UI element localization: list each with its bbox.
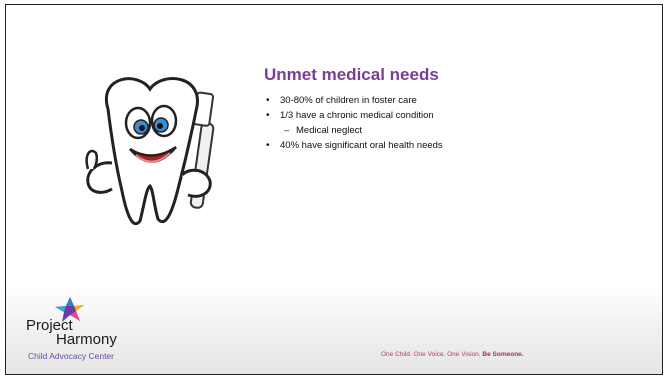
footer-band	[6, 284, 662, 374]
tooth-illustration-icon	[78, 71, 233, 236]
bullet-item: 1/3 have a chronic medical condition	[264, 108, 644, 123]
slide-title: Unmet medical needs	[264, 65, 439, 84]
footer-tagline: One Child. One Voice. One Vision. Be Som…	[381, 351, 524, 358]
logo-subtitle: Child Advocacy Center	[28, 351, 114, 361]
bullet-item: 30-80% of children in foster care	[264, 93, 644, 108]
logo-text-project: Project	[26, 317, 73, 334]
sub-bullet-item: Medical neglect	[264, 123, 644, 138]
bullet-list: 30-80% of children in foster care 1/3 ha…	[264, 93, 644, 153]
project-harmony-logo: Project Harmony Child Advocacy Center	[26, 295, 196, 365]
logo-text-harmony: Harmony	[56, 331, 117, 348]
colorful-star-icon	[55, 297, 84, 322]
slide: Unmet medical needs 30-80% of children i…	[5, 4, 663, 375]
bullet-item: 40% have significant oral health needs	[264, 138, 644, 153]
tagline-bold: Be Someone.	[482, 351, 524, 358]
tagline-text: One Child. One Voice. One Vision.	[381, 351, 481, 358]
